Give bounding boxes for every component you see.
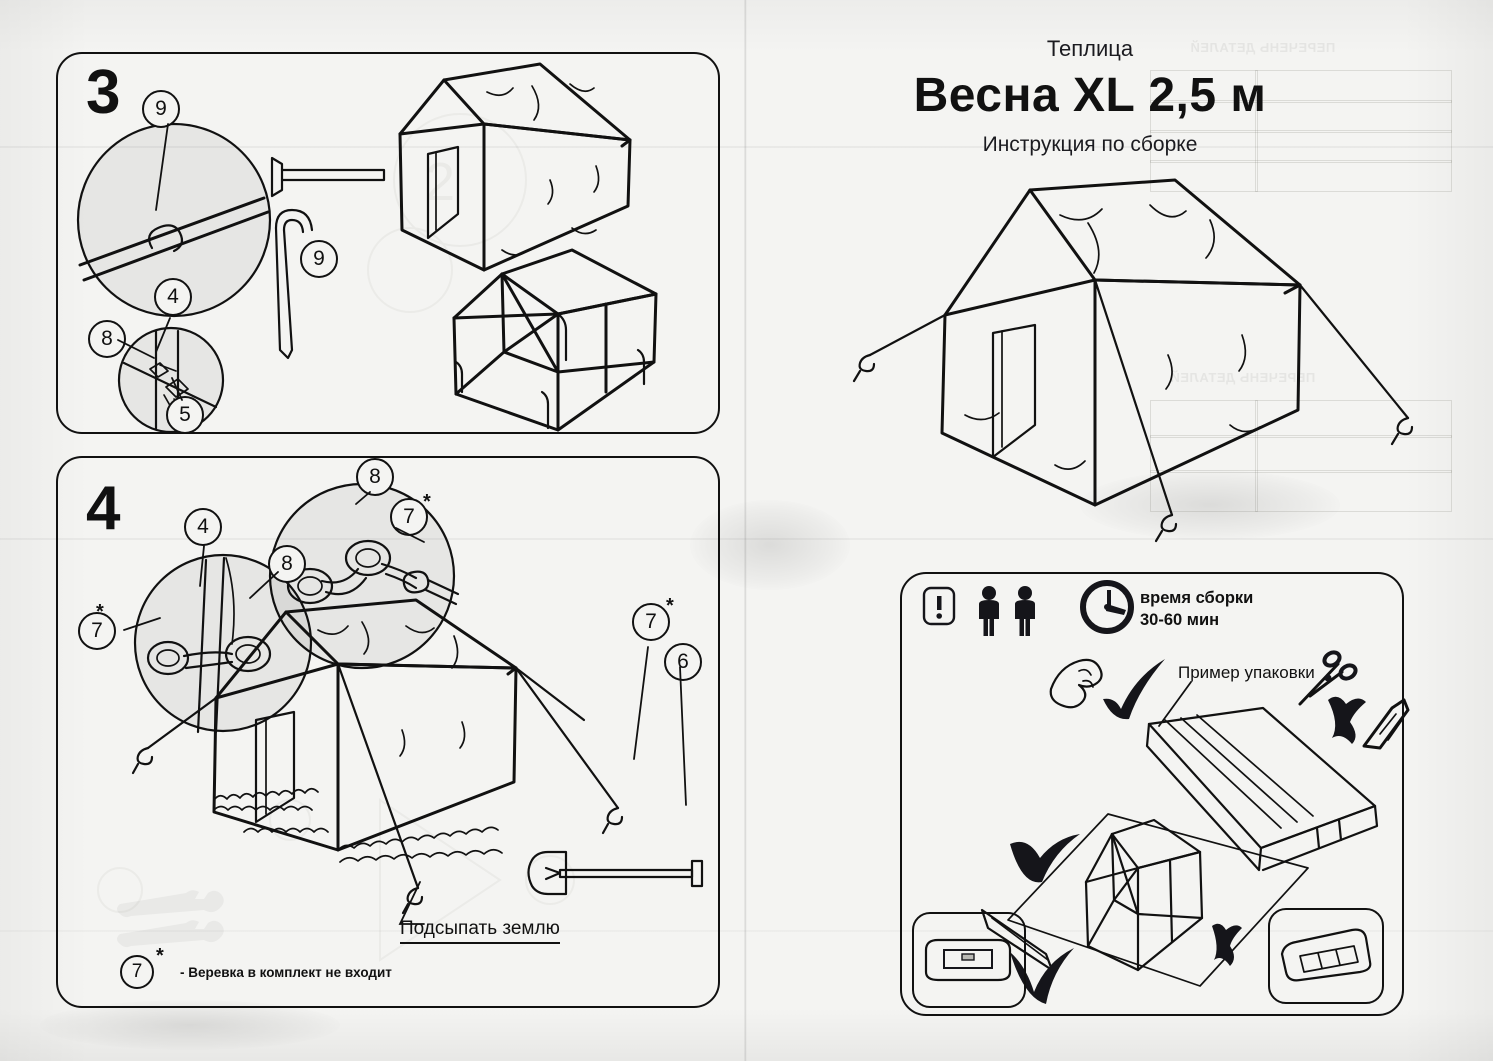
callout-8-step3: 8 — [88, 320, 126, 358]
paper-crease-horizontal-1 — [0, 146, 1493, 148]
callout-4-step3: 4 — [154, 278, 192, 316]
callout-7-step4-right: 7 — [632, 603, 670, 641]
paper-crease-horizontal-3 — [0, 930, 1493, 932]
warning-icon — [922, 586, 956, 626]
step-4-number: 4 — [86, 474, 121, 543]
hand-with-check-icon — [1049, 658, 1165, 720]
footnote-text: - Веревка в комплект не входит — [180, 965, 392, 980]
callout-9-leader-line — [155, 123, 169, 211]
wrench-icon-watermark — [117, 890, 224, 948]
paper-smudge-center — [690, 500, 850, 590]
clock-icon — [1080, 580, 1134, 634]
step-4-tent-illustration — [131, 598, 624, 915]
step-3-cover-and-frame-illustration — [398, 62, 658, 432]
callout-6-step4: 6 — [664, 643, 702, 681]
packaging-frame-illustration — [980, 813, 1309, 987]
forbidden-tools-icons — [1298, 650, 1410, 750]
bleed-circles-watermark: 2 — [367, 113, 527, 313]
bleed-through-table-row — [1150, 100, 1452, 103]
ground-caption: Подсыпать землю — [400, 918, 560, 944]
step-3-number: 3 — [86, 58, 121, 127]
packaging-caption: Пример упаковки — [1178, 663, 1315, 682]
x-mark-icon — [1212, 923, 1242, 966]
step-4-detail-eyelets-left — [133, 553, 313, 734]
page-title: Весна XL 2,5 м — [913, 69, 1267, 122]
callout-7-step4-left: 7 — [78, 612, 116, 650]
assembly-time-label: время сборки — [1140, 589, 1254, 607]
packaging-caption-leader — [1158, 681, 1192, 727]
bleed-through-table-col — [1255, 400, 1258, 512]
callout-7-asterisk-upper: * — [423, 491, 431, 513]
callout-5-step3: 5 — [166, 396, 204, 434]
step-4-panel — [56, 456, 720, 1008]
spirit-level-icon-ok — [924, 938, 1012, 982]
callout-9-rail: 9 — [142, 90, 180, 128]
bleed-through-table-row — [1150, 130, 1452, 133]
step-3-leader-lines — [117, 317, 183, 401]
shovel-icon — [527, 850, 704, 896]
callout-7-asterisk-left: * — [96, 601, 104, 623]
bleed-through-table-row — [1150, 470, 1452, 473]
hero-greenhouse-illustration — [852, 178, 1414, 543]
level-not-ok-box — [1268, 908, 1384, 1004]
step-3-detail-rail-clip — [76, 122, 272, 318]
check-mark-icon-left — [1010, 834, 1080, 883]
ground-caption-leader — [398, 881, 425, 925]
callout-8-step4-upper: 8 — [356, 458, 394, 496]
callout-7-step4-upper: 7 — [390, 498, 428, 536]
paper-smudge-bottom — [40, 1000, 340, 1050]
footnote-asterisk: * — [156, 945, 164, 967]
step-4-upper-leader-lines — [355, 491, 425, 543]
two-people-icon — [979, 586, 1035, 636]
bleed-through-table-row — [1150, 160, 1452, 163]
bleed-through-table-row — [1150, 435, 1452, 438]
title-block: Теплица Весна XL 2,5 м Инструкция по сбо… — [830, 36, 1350, 157]
paper-crease-horizontal-2 — [0, 538, 1493, 540]
callout-8-step4-left: 8 — [268, 545, 306, 583]
step-4-right-leader-lines — [633, 646, 687, 806]
level-ok-box — [912, 912, 1026, 1008]
bleed-through-table-1 — [1150, 70, 1452, 192]
flat-pack-box-illustration — [1145, 706, 1379, 872]
svg-text:2: 2 — [425, 152, 455, 212]
callout-9-stake: 9 — [300, 240, 338, 278]
info-packaging-panel — [900, 572, 1404, 1016]
paper-smudge-right — [1080, 470, 1340, 540]
spirit-level-icon-tilted — [1280, 928, 1372, 982]
callout-7-asterisk-right: * — [666, 595, 674, 617]
step-3-panel — [56, 52, 720, 434]
footnote-marker-7: 7 — [120, 955, 154, 989]
step-3-tools — [270, 156, 386, 360]
bleed-shapes-watermark — [97, 798, 575, 962]
callout-4-step4: 4 — [184, 508, 222, 546]
step-4-left-leader-lines — [123, 545, 279, 631]
page-subtitle: Инструкция по сборке — [982, 133, 1198, 156]
bleed-through-table-2 — [1150, 400, 1452, 512]
bleed-through-table-col — [1255, 70, 1258, 192]
paper-fold-crease-vertical — [744, 0, 747, 1061]
product-type-label: Теплица — [1046, 36, 1134, 61]
assembly-time-value: 30-60 мин — [1140, 611, 1220, 629]
check-mark-icon-bottom — [1010, 948, 1074, 1004]
